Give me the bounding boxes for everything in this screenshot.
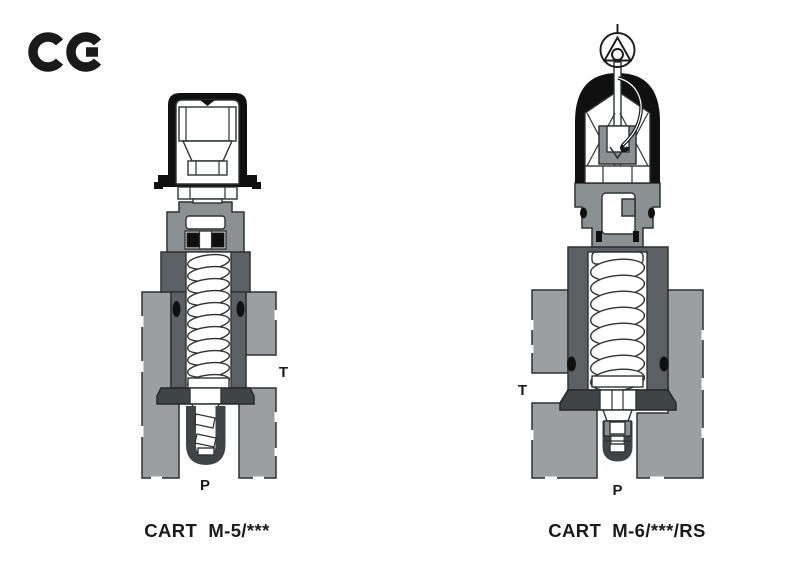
lock-nut [177,186,238,200]
diagram-caption: CART M-5/*** [144,520,270,541]
poppet-seat [559,389,677,462]
o-ring [648,207,655,219]
poppet-seat [156,387,255,466]
port-label-p: P [200,477,210,494]
seal-ring [186,232,200,248]
port-label-t: T [518,382,527,399]
manifold-block [530,289,705,480]
ce-mark-icon [28,32,102,72]
poppet-cone [193,413,216,429]
seal-ring [633,231,639,242]
seal-ring [596,231,602,242]
adjust-screw-hex [178,106,237,142]
valve-diagram-cart-m5: T P CART M-5/*** [140,93,288,541]
manifold-block [140,291,278,480]
o-ring [580,207,587,219]
sealed-cap [575,61,660,184]
o-ring [567,356,576,372]
seal-ring [211,232,225,248]
diagram-caption: CART M-6/***/RS [548,520,706,541]
o-ring [659,356,669,372]
valve-diagram-cart-m6-rs: T P CART M-6/***/RS [518,24,706,541]
port-label-p: P [612,482,622,499]
protective-cap [154,93,261,204]
pressure-spring [589,258,646,392]
pressure-spring [186,253,231,391]
inner-hex-nut [584,165,651,184]
o-ring [236,301,245,317]
lead-seal-icon [599,24,636,68]
poppet-cone [194,433,217,448]
valve-bonnet [574,182,661,248]
o-ring [172,301,181,317]
port-label-t: T [279,364,288,381]
